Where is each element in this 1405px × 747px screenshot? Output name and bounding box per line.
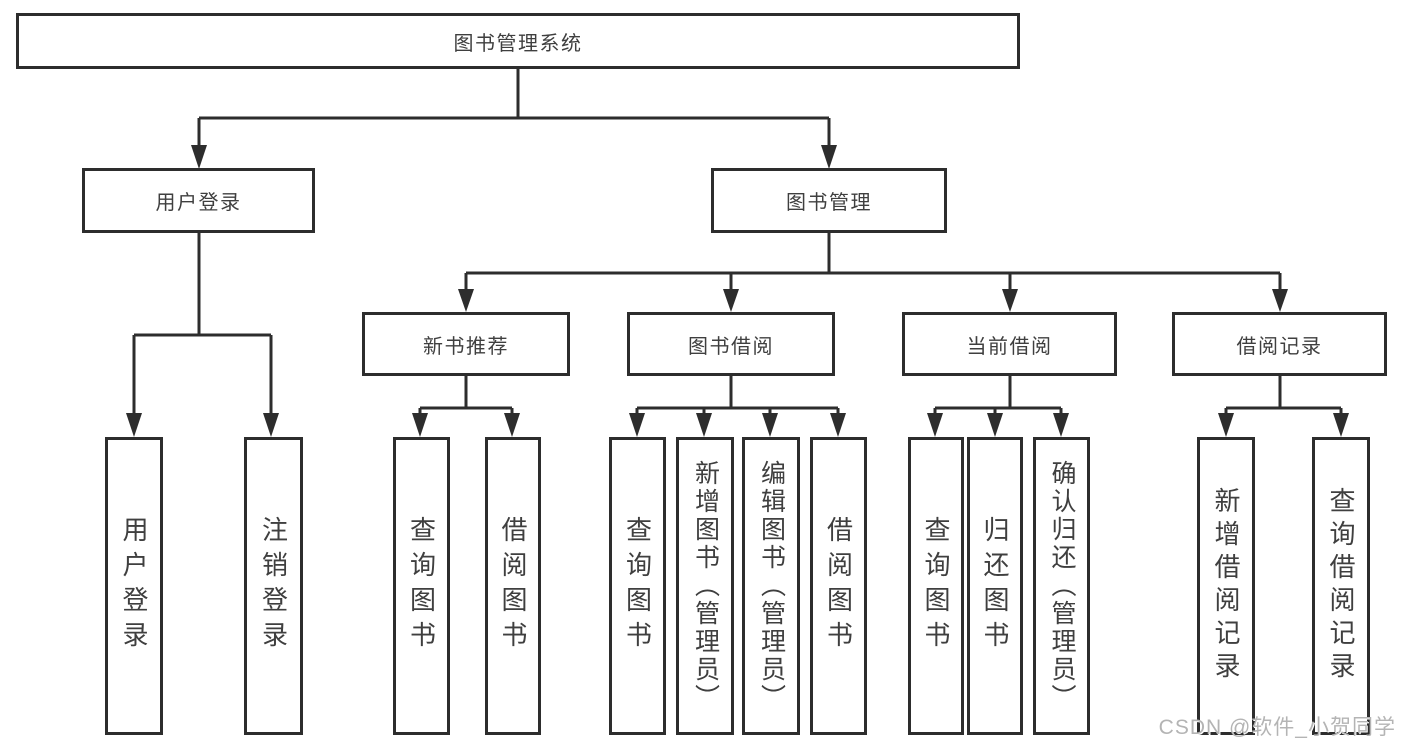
node-book-borrowing: 图书借阅 xyxy=(627,312,835,376)
node-root-label: 图书管理系统 xyxy=(453,32,583,55)
node-user-login-label: 用户登录 xyxy=(155,192,242,214)
node-borrowing-records-label: 借阅记录 xyxy=(1236,335,1323,358)
leaf-add-borrow-record-label: 新增借阅记录 xyxy=(1211,487,1241,685)
leaf-search-borrow-record: 查询借阅记录 xyxy=(1312,437,1370,735)
leaf-user-login: 用户登录 xyxy=(105,437,163,735)
leaf-confirm-return-admin-label: 确认归还（管理员） xyxy=(1048,460,1076,712)
leaf-borrow-books: 借阅图书 xyxy=(810,437,867,735)
node-current-borrowing: 当前借阅 xyxy=(902,312,1117,376)
leaf-edit-books-admin: 编辑图书（管理员） xyxy=(742,437,800,735)
leaf-search-books-current-label: 查询图书 xyxy=(921,516,951,656)
node-borrowing-records: 借阅记录 xyxy=(1172,312,1387,376)
leaf-borrow-books-recommend-label: 借阅图书 xyxy=(498,516,528,656)
leaf-search-books-borrowing: 查询图书 xyxy=(609,437,666,735)
node-root-system: 图书管理系统 xyxy=(16,13,1020,69)
leaf-borrow-books-label: 借阅图书 xyxy=(823,516,854,656)
leaf-confirm-return-admin: 确认归还（管理员） xyxy=(1033,437,1090,735)
node-new-book-recommend: 新书推荐 xyxy=(362,312,570,376)
leaf-add-books-admin: 新增图书（管理员） xyxy=(676,437,734,735)
leaf-borrow-books-recommend: 借阅图书 xyxy=(485,437,541,735)
node-current-borrowing-label: 当前借阅 xyxy=(966,335,1053,358)
leaf-logout: 注销登录 xyxy=(244,437,303,735)
leaf-edit-books-admin-label: 编辑图书（管理员） xyxy=(757,460,786,712)
leaf-add-borrow-record: 新增借阅记录 xyxy=(1197,437,1255,735)
leaf-logout-label: 注销登录 xyxy=(258,516,289,656)
node-book-management-label: 图书管理 xyxy=(786,192,872,214)
node-user-login: 用户登录 xyxy=(82,168,315,233)
leaf-search-books-recommend: 查询图书 xyxy=(393,437,450,735)
node-new-book-recommend-label: 新书推荐 xyxy=(423,335,509,358)
node-book-management: 图书管理 xyxy=(711,168,947,233)
leaf-search-books-current: 查询图书 xyxy=(908,437,964,735)
leaf-search-borrow-record-label: 查询借阅记录 xyxy=(1326,487,1356,685)
csdn-watermark: CSDN @软件_小贺同学 xyxy=(1158,716,1396,739)
leaf-return-books-label: 归还图书 xyxy=(980,516,1010,656)
leaf-user-login-label: 用户登录 xyxy=(119,516,149,656)
leaf-add-books-admin-label: 新增图书（管理员） xyxy=(691,460,720,712)
node-book-borrowing-label: 图书借阅 xyxy=(688,335,774,358)
leaf-return-books: 归还图书 xyxy=(967,437,1023,735)
leaf-search-books-recommend-label: 查询图书 xyxy=(406,516,437,656)
leaf-search-books-borrowing-label: 查询图书 xyxy=(622,516,653,656)
